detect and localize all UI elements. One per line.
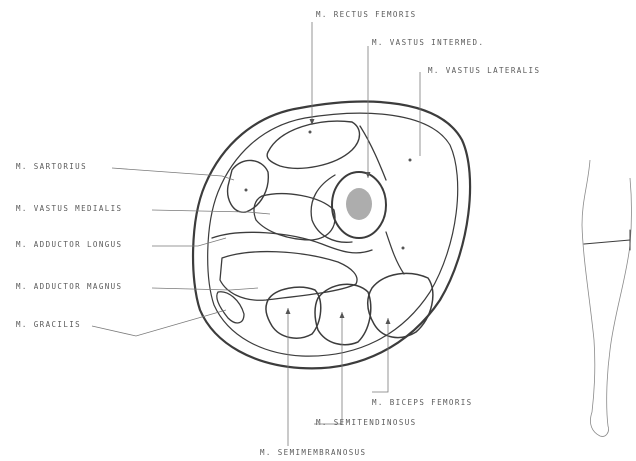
biceps-femoris-outline — [368, 273, 433, 337]
femur-marrow — [346, 188, 372, 220]
vessel-dot — [402, 247, 405, 250]
skin-outline — [193, 102, 470, 369]
leader-adductor-longus — [152, 238, 226, 246]
label-biceps-femoris: M. BICEPS FEMORIS — [372, 398, 473, 407]
vessel-dot — [409, 159, 412, 162]
section-cut-line — [584, 240, 630, 244]
vessel-dot — [309, 131, 312, 134]
leader-adductor-magnus — [152, 288, 258, 290]
rectus-femoris-outline — [267, 121, 359, 168]
label-adductor-magnus: M. ADDUCTOR MAGNUS — [16, 282, 122, 291]
label-rectus-femoris: M. RECTUS FEMORIS — [316, 10, 417, 19]
label-vastus-intermedius: M. VASTUS INTERMED. — [372, 38, 484, 47]
leader-vastus-medialis — [152, 210, 270, 214]
label-gracilis: M. GRACILIS — [16, 320, 81, 329]
label-vastus-lateralis: M. VASTUS LATERALIS — [428, 66, 540, 75]
sartorius-outline — [228, 160, 269, 212]
label-adductor-longus: M. ADDUCTOR LONGUS — [16, 240, 122, 249]
adductor-magnus-outline — [220, 252, 357, 301]
label-semimembranosus: M. SEMIMEMBRANOSUS — [260, 448, 366, 457]
leader-sartorius — [112, 168, 234, 180]
vessel-dot — [245, 189, 248, 192]
label-sartorius: M. SARTORIUS — [16, 162, 87, 171]
leg-silhouette-outline — [582, 160, 632, 436]
lateral-septum-line — [386, 232, 404, 274]
label-vastus-medialis: M. VASTUS MEDIALIS — [16, 204, 122, 213]
vastus-intermedius-line — [311, 126, 386, 242]
arrow-tip — [286, 308, 291, 314]
arrow-tip — [386, 318, 391, 324]
label-semitendinosus: M. SEMITENDINOSUS — [316, 418, 417, 427]
arrow-tip — [340, 312, 345, 318]
